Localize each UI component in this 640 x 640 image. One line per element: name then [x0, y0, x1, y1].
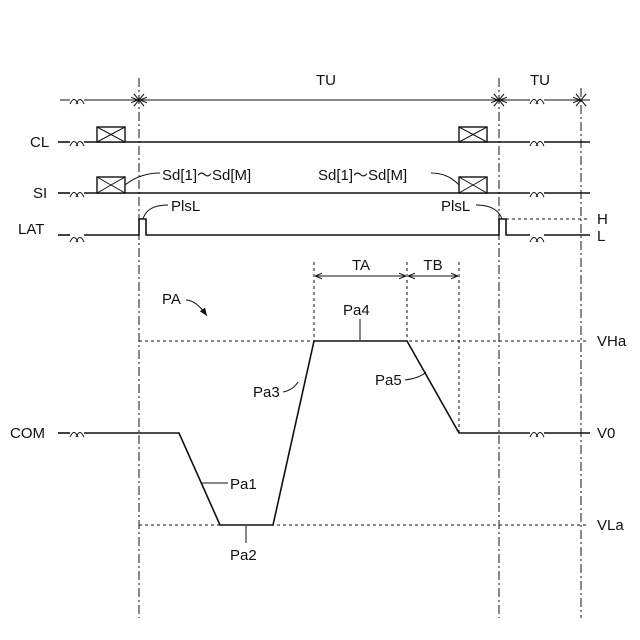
- tu-label-next: TU: [530, 72, 550, 89]
- cl-signal-line: [58, 142, 590, 147]
- sd-leader-left: [125, 173, 160, 185]
- pa3-leader: [283, 382, 298, 392]
- si-data-box-left: [97, 177, 125, 193]
- com-waveform: [58, 341, 590, 525]
- plsl-label-right: PlsL: [441, 198, 470, 215]
- ta-label: TA: [352, 257, 370, 274]
- lat-signal-label: LAT: [18, 221, 44, 238]
- plsl-leader-right: [476, 205, 502, 219]
- plsl-leader-left: [143, 205, 168, 219]
- pa1-label: Pa1: [230, 476, 257, 493]
- sd-leader-right: [431, 173, 459, 185]
- cl-pulse-box-right: [459, 127, 487, 142]
- si-signal-label: SI: [33, 185, 47, 202]
- tu-label-main: TU: [316, 72, 336, 89]
- pa5-leader: [405, 372, 426, 380]
- vha-level-label: VHa: [597, 333, 627, 350]
- level-h-label: H: [597, 211, 608, 228]
- pa3-label: Pa3: [253, 384, 280, 401]
- pa-waveform-label: PA: [162, 291, 181, 308]
- pa-pointer-arrow: [186, 300, 207, 316]
- sd-range-label-right: Sd[1]～Sd[M]: [318, 167, 407, 184]
- com-signal-label: COM: [10, 425, 45, 442]
- pa4-label: Pa4: [343, 302, 370, 319]
- tb-label: TB: [423, 257, 442, 274]
- si-data-box-right: [459, 177, 487, 193]
- si-signal-line: [58, 193, 590, 198]
- plsl-label-left: PlsL: [171, 198, 200, 215]
- v0-level-label: V0: [597, 425, 615, 442]
- sd-range-label-left: Sd[1]～Sd[M]: [162, 167, 251, 184]
- level-l-label: L: [597, 228, 605, 245]
- cl-pulse-box-left: [97, 127, 125, 142]
- vla-level-label: VLa: [597, 517, 624, 534]
- pa2-label: Pa2: [230, 547, 257, 564]
- lat-signal-line: [58, 219, 590, 242]
- cl-signal-label: CL: [30, 134, 49, 151]
- pa5-label: Pa5: [375, 372, 402, 389]
